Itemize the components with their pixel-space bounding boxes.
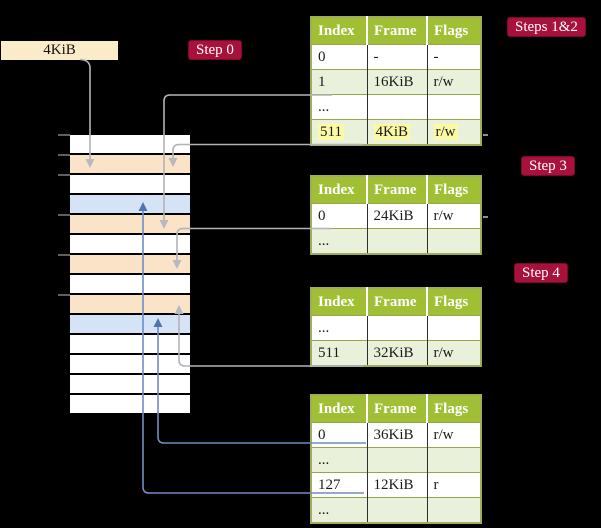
table-cell: [427, 447, 481, 473]
table-cell: [427, 497, 481, 523]
table-cell: ...: [311, 94, 368, 120]
arrow-entry0-to-frame-24kib: [176, 227, 332, 261]
table-row: 1 16KiB r/w: [311, 69, 481, 95]
table-cell: 511: [311, 340, 368, 366]
root-frame-box: 4KiB: [1, 41, 118, 60]
table-cell: 0: [311, 422, 368, 448]
table-cell: 32KiB: [367, 340, 428, 366]
table-cell: 0: [311, 203, 368, 229]
table-header-row: Index Frame Flags: [311, 288, 481, 316]
table-cell: r/w: [427, 119, 481, 145]
table-cell: r: [427, 472, 481, 498]
table-cell: [367, 228, 428, 254]
arrow-entry511-to-frame-4kib: [172, 143, 363, 159]
col-header-frame: Frame: [367, 176, 428, 204]
page-table-2: Index Frame Flags 0 24KiB r/w ...: [310, 175, 482, 255]
table-cell: -: [427, 44, 481, 70]
table-header-row: Index Frame Flags: [311, 176, 481, 204]
col-header-index: Index: [311, 288, 368, 316]
table-row-highlighted: 511 4KiB r/w: [311, 119, 481, 145]
memory-frame-row-blue: [70, 315, 190, 335]
physical-memory-column: [70, 133, 190, 415]
step-3-badge: Step 3: [521, 156, 575, 176]
table-cell: 12KiB: [367, 472, 428, 498]
col-header-frame: Frame: [367, 395, 428, 423]
table-cell: 36KiB: [367, 422, 428, 448]
highlighted-value: 511: [318, 123, 344, 140]
col-header-index: Index: [311, 395, 368, 423]
col-header-frame: Frame: [367, 288, 428, 316]
table-row: 0 24KiB r/w: [311, 203, 481, 229]
table-cell: r/w: [427, 203, 481, 229]
table-row: ...: [311, 228, 481, 254]
memory-frame-row-white: [70, 335, 190, 355]
memory-tick-marks: [58, 134, 70, 296]
memory-frame-row-white: [70, 375, 190, 395]
table-row: ...: [311, 497, 481, 523]
memory-frame-row-blue: [70, 195, 190, 215]
table-cell: 0: [311, 44, 368, 70]
table-cell: 4KiB: [367, 119, 428, 145]
memory-frame-row-white: [70, 235, 190, 255]
table-cell: ...: [311, 315, 368, 341]
memory-frame-row-white: [70, 135, 190, 155]
table-cell: ...: [311, 228, 368, 254]
table-row: 511 32KiB r/w: [311, 340, 481, 366]
table-cell: [367, 497, 428, 523]
table-row: ...: [311, 447, 481, 473]
table-cell: r/w: [427, 69, 481, 95]
table-row: 0 36KiB r/w: [311, 422, 481, 448]
table-row: ...: [311, 315, 481, 341]
memory-frame-row-peach: [70, 155, 190, 175]
highlighted-value: 4KiB: [373, 123, 411, 140]
table-cell: 24KiB: [367, 203, 428, 229]
table-cell: 127: [311, 472, 368, 498]
col-header-index: Index: [311, 17, 368, 45]
table-cell: r/w: [427, 340, 481, 366]
memory-frame-row-peach: [70, 255, 190, 275]
memory-frame-row-white: [70, 275, 190, 295]
memory-frame-row-white: [70, 355, 190, 375]
table-cell: ...: [311, 447, 368, 473]
highlighted-value: r/w: [433, 123, 458, 140]
step-4-badge: Step 4: [514, 263, 568, 283]
page-table-4: Index Frame Flags 0 36KiB r/w ... 127 12…: [310, 394, 482, 524]
table-cell: 16KiB: [367, 69, 428, 95]
table-cell: [427, 315, 481, 341]
table-cell: [367, 94, 428, 120]
steps-1-2-badge: Steps 1&2: [507, 17, 586, 37]
memory-frame-row-white: [70, 175, 190, 195]
table-row: 127 12KiB r: [311, 472, 481, 498]
table-cell: [427, 228, 481, 254]
table-cell: [427, 94, 481, 120]
col-header-flags: Flags: [427, 395, 481, 423]
memory-frame-row-peach: [70, 295, 190, 315]
memory-frame-row-white: [70, 395, 190, 415]
col-header-flags: Flags: [427, 288, 481, 316]
col-header-index: Index: [311, 176, 368, 204]
table-cell: r/w: [427, 422, 481, 448]
page-table-3: Index Frame Flags ... 511 32KiB r/w: [310, 287, 482, 367]
table-cell: [367, 447, 428, 473]
col-header-flags: Flags: [427, 176, 481, 204]
table-row: ...: [311, 94, 481, 120]
table-cell: ...: [311, 497, 368, 523]
table-cell: 1: [311, 69, 368, 95]
page-table-1: Index Frame Flags 0 - - 1 16KiB r/w ... …: [310, 16, 482, 146]
table-cell: 511: [311, 119, 368, 145]
memory-frame-row-peach: [70, 215, 190, 235]
col-header-frame: Frame: [367, 17, 428, 45]
step-0-badge: Step 0: [188, 40, 242, 60]
table-header-row: Index Frame Flags: [311, 17, 481, 45]
table-row: 0 - -: [311, 44, 481, 70]
table-header-row: Index Frame Flags: [311, 395, 481, 423]
table-cell: -: [367, 44, 428, 70]
col-header-flags: Flags: [427, 17, 481, 45]
table-cell: [367, 315, 428, 341]
